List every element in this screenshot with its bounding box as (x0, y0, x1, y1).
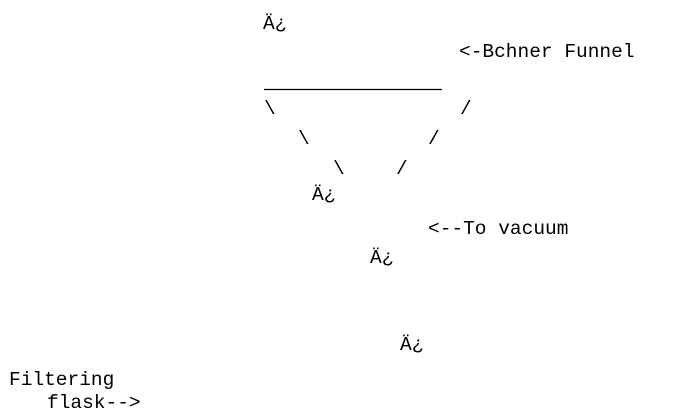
garbled-glyph-funnel-stem: Ä¿ (312, 184, 336, 206)
garbled-glyph-vacuum-port: Ä¿ (370, 247, 394, 269)
funnel-left-stroke-1: \ (264, 98, 276, 120)
funnel-right-stroke-3: / (396, 158, 408, 180)
funnel-left-stroke-2: \ (298, 128, 310, 150)
filtering-flask-label-line2: flask--> (47, 392, 141, 414)
garbled-glyph-top: Ä¿ (263, 13, 287, 35)
funnel-left-stroke-3: \ (333, 158, 345, 180)
funnel-right-stroke-2: / (428, 128, 440, 150)
to-vacuum-label: <--To vacuum (428, 218, 569, 240)
funnel-right-stroke-1: / (460, 98, 472, 120)
buchner-funnel-label: <-Bchner Funnel (459, 41, 635, 63)
filtering-flask-label-line1: Filtering (9, 369, 115, 391)
garbled-glyph-flask: Ä¿ (400, 334, 424, 356)
